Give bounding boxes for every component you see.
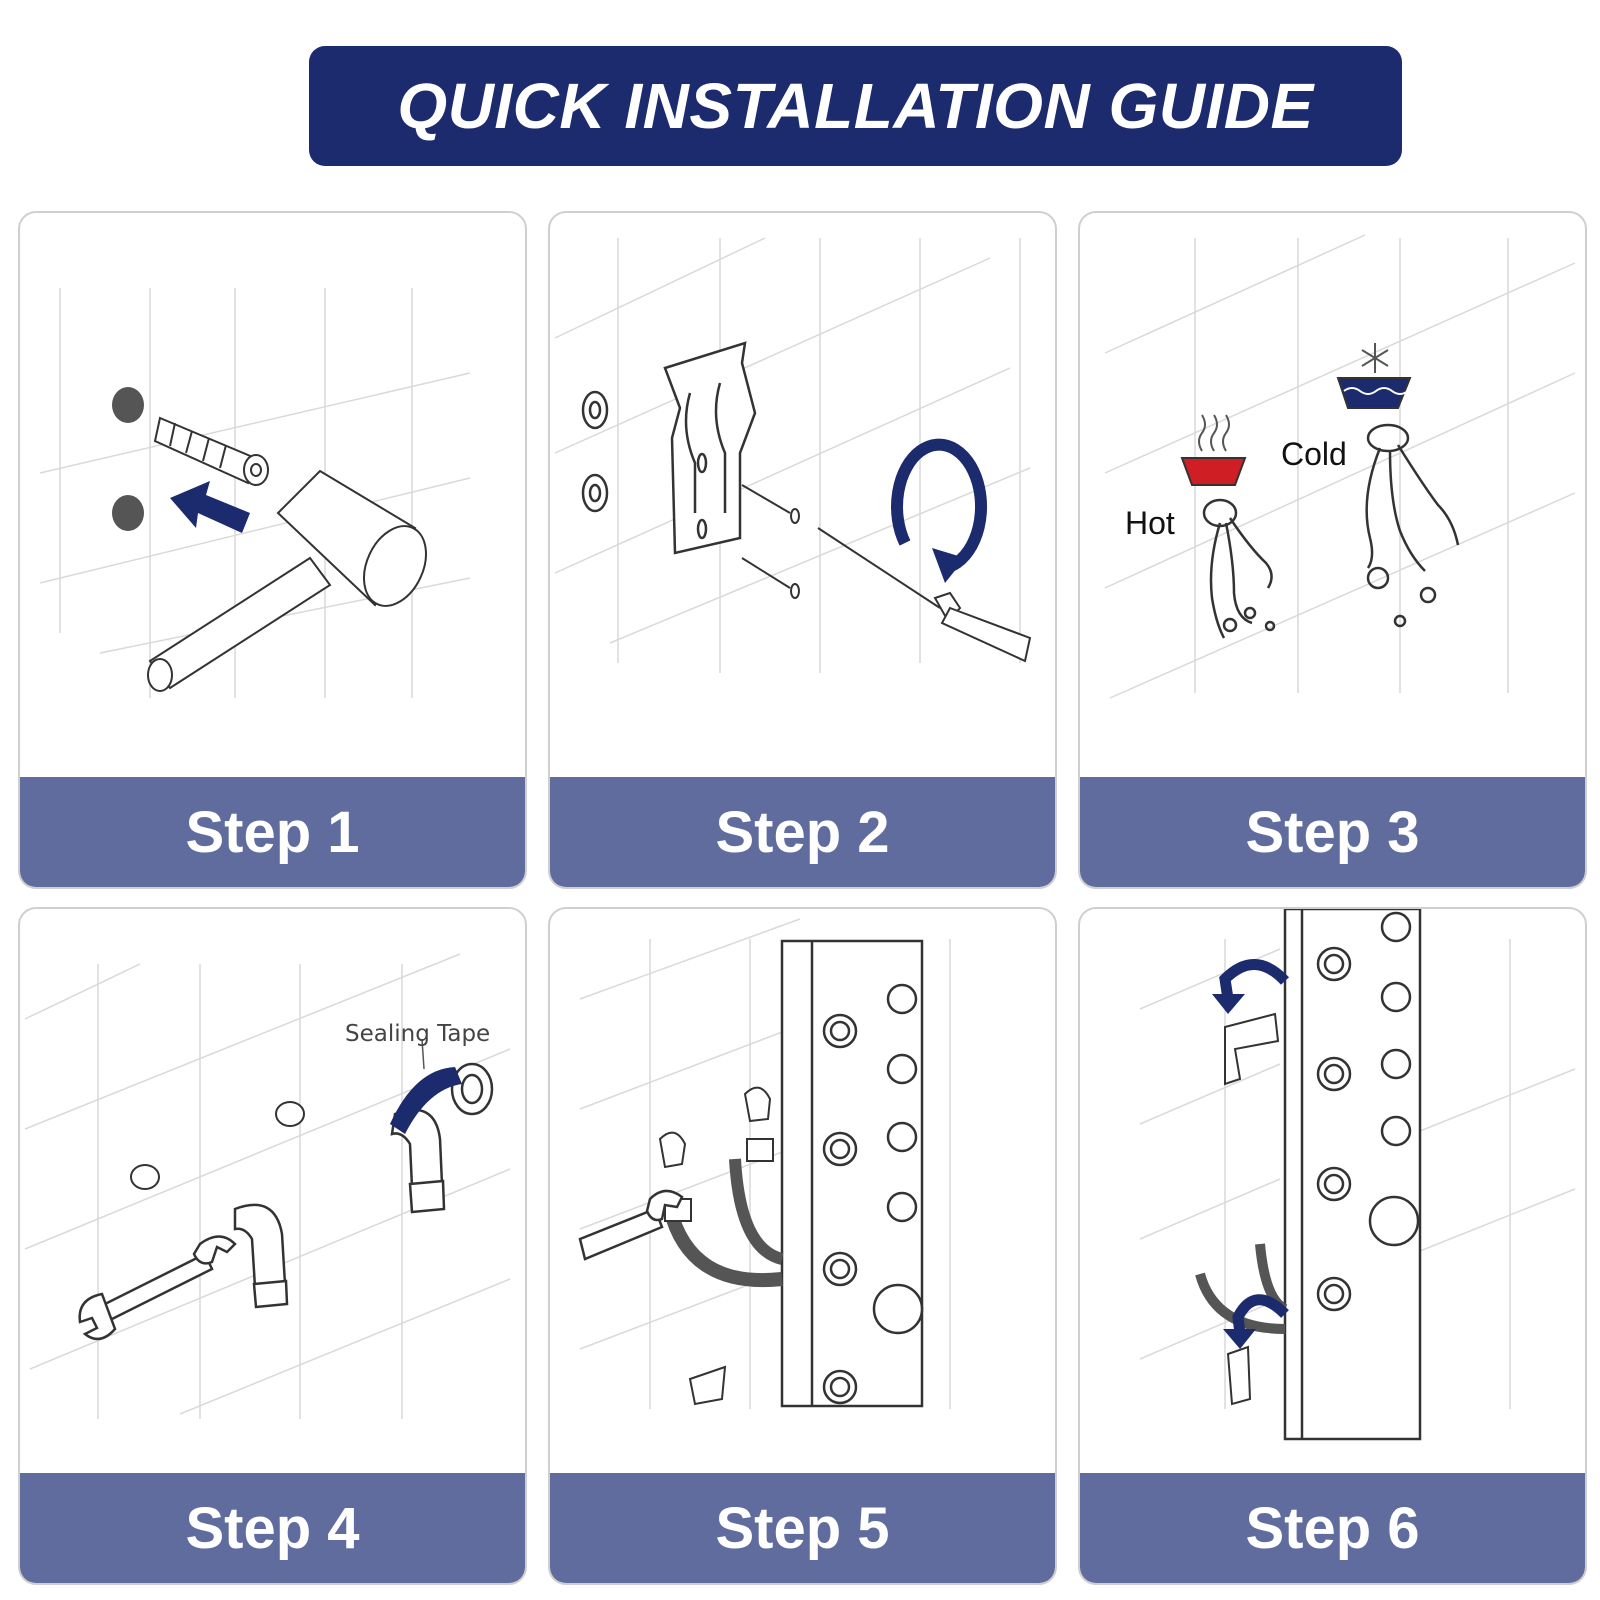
step-1-illustration [39, 288, 471, 698]
sealing-tape-icon [390, 1038, 462, 1134]
hot-water-icon [1180, 414, 1247, 486]
arrow-icon [170, 481, 250, 533]
hose-icon [658, 1086, 784, 1288]
rotate-arrow-icon [1212, 959, 1290, 1349]
drill-hole-icon [112, 387, 144, 531]
step-label-5: Step 5 [715, 1495, 890, 1561]
step-bar-3: Step 3 [1080, 777, 1585, 887]
washer-icon [581, 390, 609, 513]
elbow-connector-icon [233, 1062, 494, 1309]
bracket-hook-icon [688, 1365, 727, 1406]
step-card-4: Sealing Tape Step 4 [18, 907, 527, 1585]
shower-panel-icon [1283, 909, 1422, 1441]
step-label-2: Step 2 [715, 799, 890, 865]
mounting-bracket-icon [663, 341, 757, 555]
step-label-4: Step 4 [185, 1495, 360, 1561]
wrench-icon [78, 1235, 237, 1341]
step-card-3: Hot Cold Step 3 [1078, 211, 1587, 889]
rotate-arrow-icon [891, 438, 987, 583]
step-bar-1: Step 1 [20, 777, 525, 887]
sealing-tape-label: Sealing Tape [345, 1021, 491, 1047]
step-card-5: Step 5 [548, 907, 1057, 1585]
wall-anchor-icon [153, 416, 269, 486]
pipe-icon [1202, 423, 1460, 639]
step-bar-5: Step 5 [550, 1473, 1055, 1583]
o-ring-icon [130, 1101, 305, 1190]
step-2-illustration [554, 237, 1032, 673]
step-label-1: Step 1 [185, 799, 360, 865]
step-6-illustration [1139, 909, 1576, 1441]
title-banner: QUICK INSTALLATION GUIDE [309, 46, 1402, 166]
step-bar-6: Step 6 [1080, 1473, 1585, 1583]
cold-water-icon [1336, 343, 1412, 409]
step-bar-4: Step 4 [20, 1473, 525, 1583]
shower-panel-icon [780, 939, 924, 1408]
step-card-1: Step 1 [18, 211, 527, 889]
page-title: QUICK INSTALLATION GUIDE [397, 70, 1314, 142]
hammer-icon [147, 469, 427, 692]
wrench-icon [578, 1189, 684, 1261]
step-4-illustration [24, 953, 511, 1419]
step-5-illustration [578, 918, 951, 1409]
step-label-6: Step 6 [1245, 1495, 1420, 1561]
bracket-hook-icon [1224, 1012, 1280, 1406]
step-3-illustration [1104, 234, 1576, 699]
step-bar-2: Step 2 [550, 777, 1055, 887]
screw-icon [741, 484, 800, 599]
cold-label: Cold [1281, 436, 1347, 472]
step-card-6: Step 6 [1078, 907, 1587, 1585]
step-card-2: Step 2 [548, 211, 1057, 889]
hot-label: Hot [1125, 505, 1175, 541]
step-label-3: Step 3 [1245, 799, 1420, 865]
screwdriver-icon [817, 527, 1032, 663]
